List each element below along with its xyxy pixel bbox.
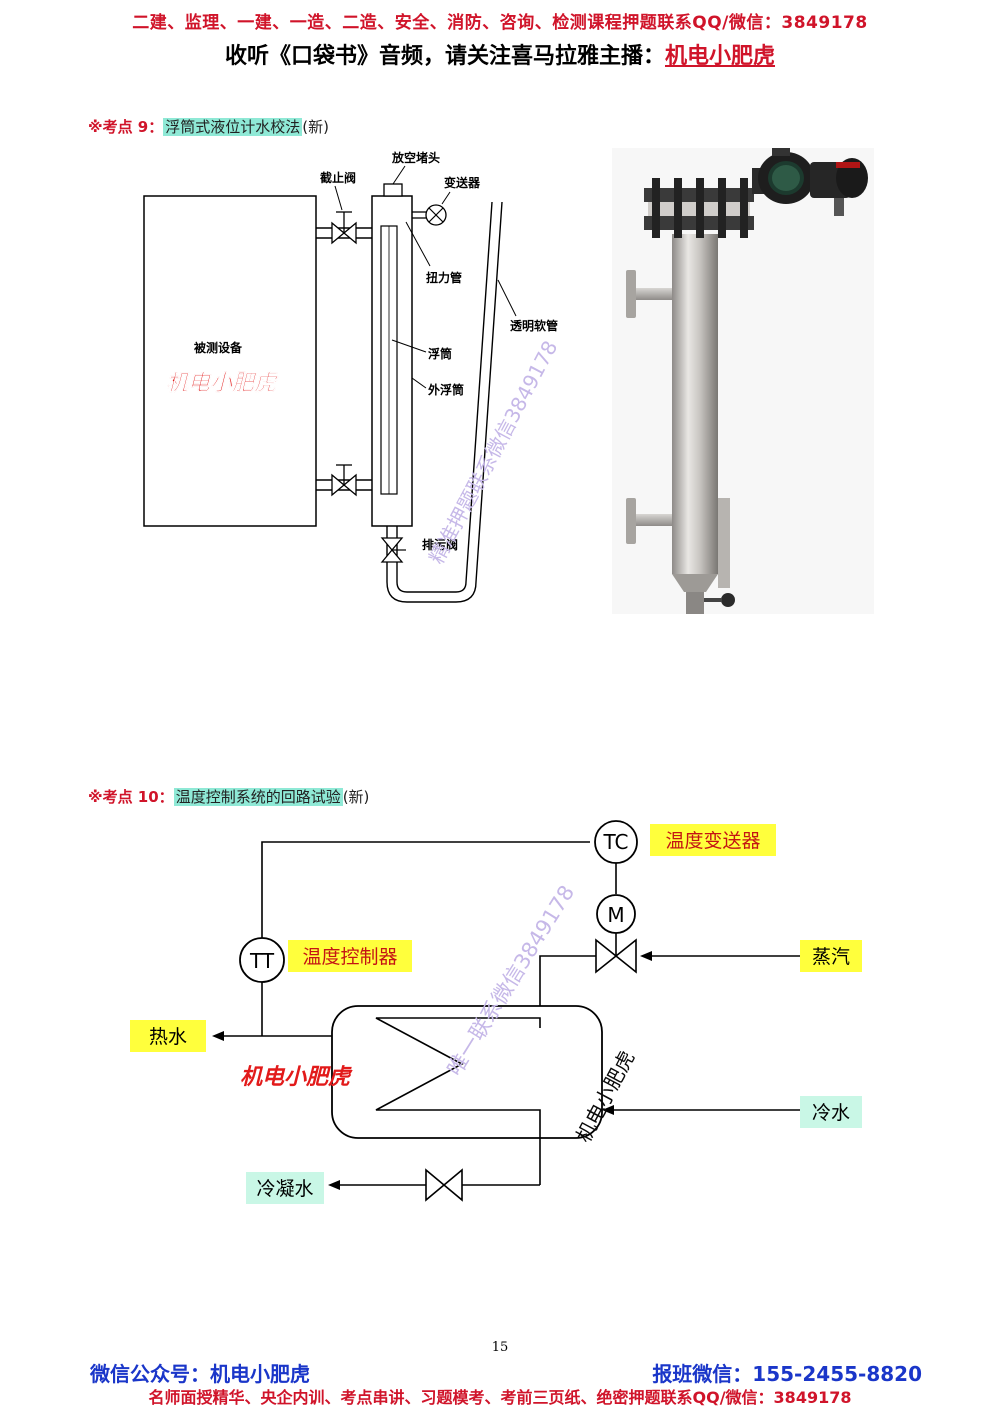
float-level-gauge-diagram: 被测设备 机电小肥虎 截止阀 放空堵头 变送器 扭力管 浮筒 外浮筒 bbox=[143, 150, 558, 603]
section10-suffix: (新) bbox=[342, 788, 370, 806]
hot-water-label: 热水 bbox=[149, 1026, 187, 1048]
label-transmitter: 变送器 bbox=[444, 175, 481, 190]
tc-label: TC bbox=[602, 830, 628, 854]
tt-desc-label: 温度控制器 bbox=[302, 946, 397, 968]
tt-desc-box bbox=[288, 940, 412, 972]
stop-valve-upper bbox=[331, 211, 357, 245]
condensate-valve bbox=[425, 1168, 463, 1202]
cold-water-box bbox=[800, 1096, 862, 1128]
section10-title-text: 温度控制系统的回路试验 bbox=[173, 788, 343, 806]
section10-title: ※考点 10：温度控制系统的回路试验(新) bbox=[88, 786, 369, 807]
tt-label: TT bbox=[249, 949, 275, 973]
section9-marker: ※考点 9： bbox=[88, 118, 164, 136]
heating-coil bbox=[375, 1017, 541, 1185]
header-listen-line: 收听《口袋书》音频，请关注喜马拉雅主播：机电小肥虎 bbox=[0, 38, 1000, 70]
clear-hose-inner bbox=[396, 201, 493, 593]
condensate-box bbox=[246, 1172, 324, 1204]
tc-desc-box bbox=[650, 824, 776, 856]
clear-hose-outer bbox=[386, 201, 503, 603]
brand-red: 机电小肥虎 bbox=[240, 1065, 353, 1090]
heat-exchanger-vessel bbox=[331, 1005, 603, 1139]
motor-label: M bbox=[607, 903, 624, 927]
label-measured-equipment: 被测设备 bbox=[194, 340, 243, 355]
drain-valve bbox=[380, 537, 406, 563]
measured-equipment-box bbox=[143, 195, 317, 527]
section9-suffix: (新) bbox=[302, 118, 329, 136]
steam-box bbox=[800, 940, 862, 972]
hot-water-box bbox=[130, 1020, 206, 1052]
steam-label: 蒸汽 bbox=[812, 946, 850, 968]
listen-prefix: 收听《口袋书》音频，请关注喜马拉雅主播： bbox=[224, 44, 665, 69]
label-torque-tube: 扭力管 bbox=[426, 270, 462, 285]
photo-body bbox=[672, 234, 718, 574]
label-vent-plug: 放空堵头 bbox=[391, 150, 440, 165]
section9-title: ※考点 9：浮筒式液位计水校法(新) bbox=[88, 116, 329, 137]
label-outer-float: 外浮筒 bbox=[428, 382, 464, 397]
page-number: 15 bbox=[491, 1340, 509, 1355]
condensate-label: 冷凝水 bbox=[256, 1178, 313, 1200]
brand-mark: 机电小肥虎 bbox=[166, 371, 279, 396]
label-clear-hose: 透明软管 bbox=[510, 318, 558, 333]
listen-host: 机电小肥虎 bbox=[665, 44, 776, 69]
cold-water-label: 冷水 bbox=[812, 1102, 850, 1124]
temperature-control-loop-diagram: TC 温度变送器 M 蒸汽 TT 温度控制器 热水 冷水 冷凝水 机电小肥虎 机… bbox=[130, 820, 862, 1204]
vent-plug bbox=[383, 183, 403, 197]
label-drain-valve: 排污阀 bbox=[422, 537, 458, 552]
section10-marker: ※考点 10： bbox=[88, 788, 174, 806]
stop-valve-lower bbox=[331, 464, 357, 497]
label-float: 浮筒 bbox=[428, 346, 452, 361]
float-level-gauge-photo bbox=[612, 148, 874, 614]
label-stop-valve: 截止阀 bbox=[320, 170, 356, 185]
tc-desc-label: 温度变送器 bbox=[665, 830, 760, 852]
footer-wechat-account: 微信公众号：机电小肥虎 bbox=[90, 1362, 310, 1386]
header-promo-line: 二建、监理、一建、一造、二造、安全、消防、咨询、检测课程押题联系QQ/微信：38… bbox=[132, 13, 868, 33]
footer-promo-line: 名师面授精华、央企内训、考点串讲、习题模考、考前三页纸、绝密押题联系QQ/微信：… bbox=[148, 1388, 852, 1407]
footer-enroll: 报班微信：155-2455-8820 bbox=[652, 1362, 922, 1386]
section9-title-text: 浮筒式液位计水校法 bbox=[163, 118, 303, 136]
